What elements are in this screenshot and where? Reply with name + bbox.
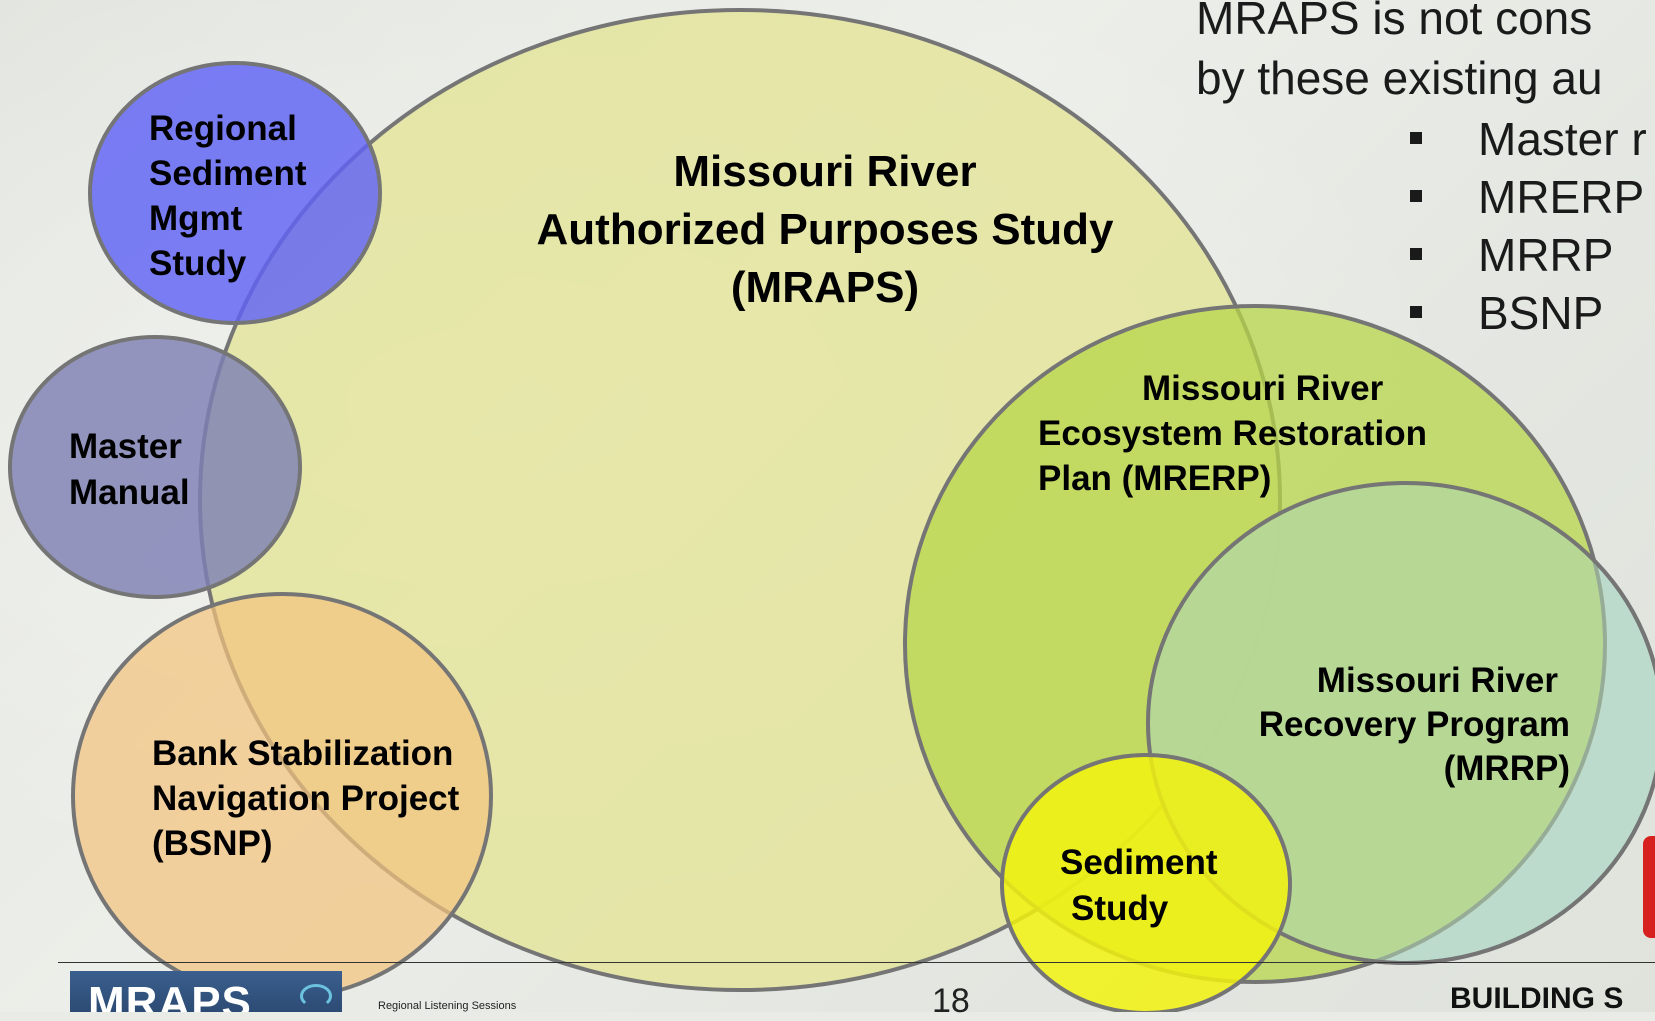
master-manual-circle — [8, 335, 302, 599]
mraps-logo: MRAPS — [70, 971, 342, 1012]
bullet-item: MRRP — [1410, 226, 1647, 284]
bullet-item: BSNP — [1410, 284, 1647, 342]
bsnp-label: Bank Stabilization Navigation Project (B… — [152, 734, 460, 863]
bullet-square-icon — [1410, 190, 1422, 202]
master-manual-label: Master Manual — [69, 427, 190, 512]
mraps-label: Missouri River Authorized Purposes Study… — [536, 147, 1114, 312]
rsm-label: Regional Sediment Mgmt Study — [149, 109, 307, 283]
bullet-list: Master r MRERP MRRP BSNP — [1410, 110, 1647, 342]
page-number: 18 — [932, 982, 970, 1020]
bullet-square-icon — [1410, 306, 1422, 318]
footer-caption: Regional Listening Sessions — [378, 1000, 517, 1012]
mrrp-label: Missouri River Recovery Program (MRRP) — [1258, 661, 1570, 788]
footer-divider — [58, 962, 1655, 963]
bullet-square-icon — [1410, 248, 1422, 260]
bullet-item: Master r — [1410, 110, 1647, 168]
rsm-circle — [88, 61, 382, 325]
red-tab — [1643, 836, 1655, 938]
sediment-study-label: Sediment Study — [1060, 843, 1218, 928]
footer-tagline: BUILDING S — [1450, 982, 1624, 1015]
intro-text: MRAPS is not cons by these existing au — [1196, 0, 1603, 104]
mrerp-label: Missouri River Ecosystem Restoration Pla… — [1038, 369, 1428, 498]
bullet-square-icon — [1410, 132, 1422, 144]
sediment-study-circle — [1000, 753, 1292, 1012]
wave-icon — [300, 984, 332, 1008]
bullet-item: MRERP — [1410, 168, 1647, 226]
